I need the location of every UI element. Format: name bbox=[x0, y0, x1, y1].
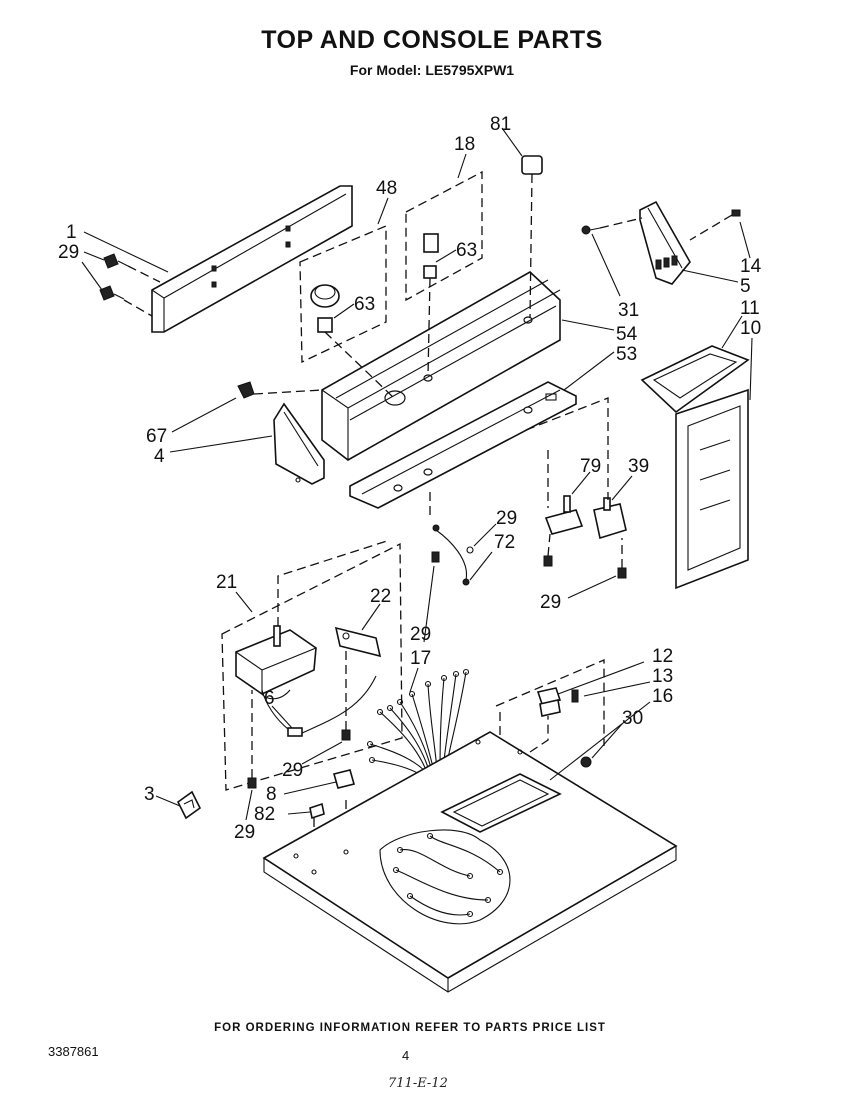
callout-39: 39 bbox=[628, 456, 649, 477]
cabinet-top bbox=[262, 731, 678, 993]
callout-1: 1 bbox=[66, 222, 77, 243]
screw-29-lower bbox=[99, 285, 125, 301]
page-number: 4 bbox=[402, 1048, 410, 1063]
callout-29-c: 29 bbox=[540, 592, 561, 613]
switch-39 bbox=[593, 497, 627, 540]
callout-18: 18 bbox=[454, 134, 475, 155]
ordering-footer: FOR ORDERING INFORMATION REFER TO PARTS … bbox=[214, 1022, 606, 1034]
callout-82: 82 bbox=[254, 804, 275, 825]
callout-8: 8 bbox=[266, 784, 277, 805]
end-cap-right-5 bbox=[639, 200, 691, 285]
screw-31 bbox=[581, 225, 601, 235]
clip-3 bbox=[176, 790, 202, 820]
clip-67 bbox=[237, 381, 255, 399]
callout-12: 12 bbox=[652, 646, 673, 667]
knob-81 bbox=[521, 155, 543, 319]
timer-21 bbox=[235, 625, 317, 700]
harness-6 bbox=[261, 675, 377, 737]
screw-29-timer-a bbox=[247, 777, 257, 789]
callout-31: 31 bbox=[618, 300, 639, 321]
leader-lines bbox=[81, 127, 753, 821]
ground-wire-72 bbox=[431, 524, 474, 586]
screw-29-switch-left bbox=[543, 555, 553, 567]
callout-63-b: 63 bbox=[456, 240, 477, 261]
document-number: 3387861 bbox=[48, 1044, 99, 1059]
clip-8 bbox=[333, 769, 355, 789]
callout-5: 5 bbox=[740, 276, 751, 297]
callout-11: 11 bbox=[740, 298, 760, 319]
callout-21: 21 bbox=[216, 572, 237, 593]
screw-14 bbox=[731, 209, 741, 217]
bracket-22 bbox=[334, 626, 382, 658]
terminal-block-16 bbox=[539, 699, 561, 717]
callout-14: 14 bbox=[740, 256, 762, 277]
lint-screen-cover-11 bbox=[640, 345, 750, 414]
callout-29-d: 29 bbox=[410, 624, 431, 645]
callout-3: 3 bbox=[144, 784, 155, 805]
callout-53: 53 bbox=[616, 344, 637, 365]
callout-81: 81 bbox=[490, 114, 511, 135]
end-cap-left-4 bbox=[273, 402, 325, 485]
callout-72: 72 bbox=[494, 532, 515, 553]
callout-48: 48 bbox=[376, 178, 397, 199]
screw-29-switch-right bbox=[617, 567, 627, 579]
switch-79 bbox=[544, 495, 584, 535]
callout-17: 17 bbox=[410, 648, 431, 669]
screw-29-upper bbox=[103, 253, 129, 269]
console-back-panel bbox=[151, 185, 353, 333]
callout-63-a: 63 bbox=[354, 294, 375, 315]
clip-82 bbox=[309, 802, 325, 820]
callout-13: 13 bbox=[652, 666, 673, 687]
callout-4: 4 bbox=[154, 446, 165, 467]
console-bracket-53 bbox=[349, 381, 577, 509]
lint-screen-10 bbox=[675, 388, 749, 590]
handwritten-note: 711-E-12 bbox=[388, 1076, 448, 1091]
callout-22: 22 bbox=[370, 586, 391, 607]
page-title: TOP AND CONSOLE PARTS bbox=[261, 26, 603, 54]
timer-knob-group bbox=[299, 225, 395, 399]
callout-29-f: 29 bbox=[234, 822, 255, 843]
callout-29-a: 29 bbox=[58, 242, 79, 263]
model-subtitle: For Model: LE5795XPW1 bbox=[349, 62, 515, 78]
callout-30: 30 bbox=[622, 708, 643, 729]
callout-29-b: 29 bbox=[496, 508, 517, 529]
callout-10: 10 bbox=[740, 318, 761, 339]
callout-6: 6 bbox=[264, 688, 275, 709]
screw-13 bbox=[571, 689, 579, 703]
screw-29-timer-b bbox=[341, 729, 351, 741]
callout-16: 16 bbox=[652, 686, 673, 707]
callout-79: 79 bbox=[580, 456, 601, 477]
callout-29-e: 29 bbox=[282, 760, 303, 781]
callout-67: 67 bbox=[146, 426, 167, 447]
callout-54: 54 bbox=[616, 324, 638, 345]
selector-knob-group bbox=[405, 170, 483, 377]
nut-30 bbox=[580, 756, 592, 768]
